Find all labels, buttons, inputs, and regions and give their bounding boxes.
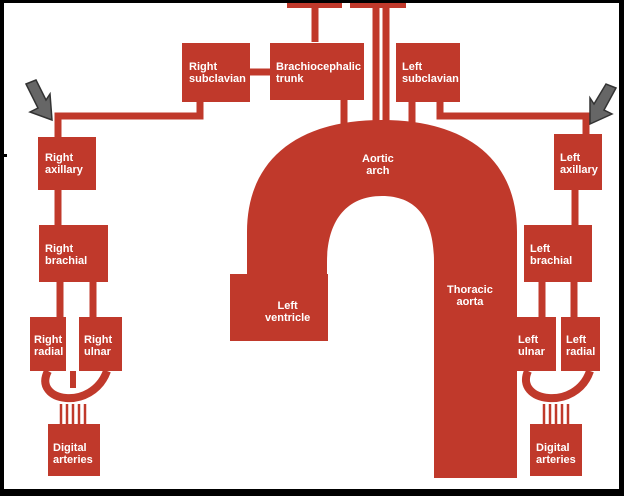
box-left-ulnar <box>513 317 556 371</box>
label-thoracic-aorta: Thoracic aorta <box>447 284 493 308</box>
frame-left <box>0 0 4 496</box>
label-digital-arteries-left: Digital arteries <box>536 442 576 466</box>
left-palmar-arch <box>522 369 594 402</box>
label-right-axillary: Right axillary <box>45 152 83 176</box>
label-digital-arteries-right: Digital arteries <box>53 442 93 466</box>
label-right-brachial: Right brachial <box>45 243 88 267</box>
frame-top <box>0 0 624 3</box>
frame-right <box>619 0 624 496</box>
label-aortic-arch: Aortic arch <box>362 153 394 177</box>
label-left-brachial: Left brachial <box>530 243 573 267</box>
box-right-brachial <box>39 225 108 282</box>
frame-bottom <box>0 489 624 496</box>
box-left-ventricle <box>230 274 328 341</box>
box-digital-arteries-left <box>530 424 582 476</box>
frame-tick <box>0 154 7 157</box>
box-left-brachial <box>524 225 592 282</box>
vessel-network <box>30 0 602 478</box>
label-right-radial: Right radial <box>34 334 64 358</box>
label-right-subclavian: Right subclavian <box>189 61 246 85</box>
right-palmar-arch <box>41 369 111 402</box>
label-left-radial: Left radial <box>566 334 596 358</box>
left-subclavian-to-axillary <box>436 102 590 134</box>
label-left-subclavian: Left subclavian <box>402 61 459 85</box>
box-right-axillary <box>38 137 96 190</box>
right-digital-lines <box>59 404 87 424</box>
label-left-axillary: Left axillary <box>560 152 598 176</box>
aortic-arch-shape <box>247 120 517 478</box>
box-right-ulnar <box>79 317 122 371</box>
box-brachiocephalic-trunk <box>270 43 364 100</box>
box-right-radial <box>30 317 66 371</box>
box-left-axillary <box>554 134 602 190</box>
top-stub-left <box>287 0 342 8</box>
label-brachiocephalic-trunk: Brachiocephalic trunk <box>276 61 361 85</box>
box-digital-arteries-right <box>48 424 100 476</box>
label-right-ulnar: Right ulnar <box>84 334 113 358</box>
arrow-pointer-icon <box>24 79 53 122</box>
box-left-subclavian <box>396 43 460 102</box>
box-left-radial <box>561 317 600 371</box>
label-left-ulnar: Left ulnar <box>518 334 545 358</box>
label-left-ventricle: Left ventricle <box>265 300 311 324</box>
right-subclavian-to-axillary <box>54 102 204 140</box>
arrow-pointer-icon <box>589 83 618 126</box>
left-digital-lines <box>542 404 570 424</box>
box-right-subclavian <box>182 43 250 102</box>
